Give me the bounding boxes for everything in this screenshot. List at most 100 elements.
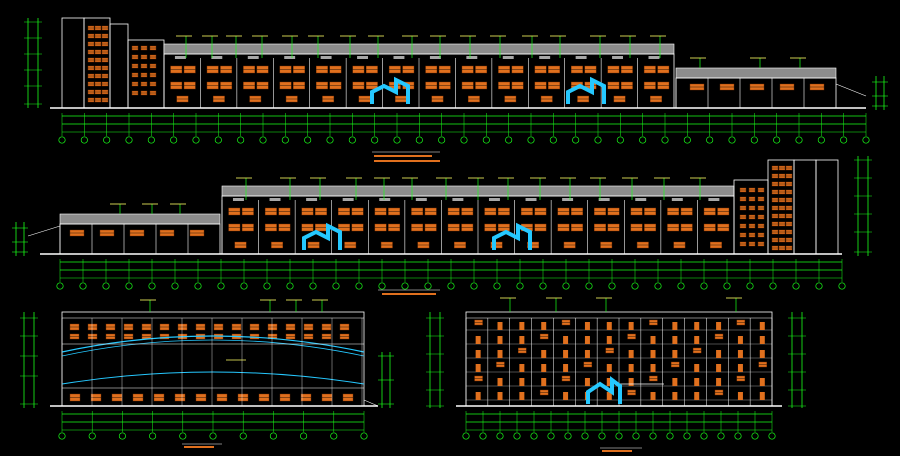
- axis-bubble-icon: [194, 282, 202, 290]
- axis-bubble-icon: [58, 432, 66, 440]
- axis-bubble-icon: [438, 136, 446, 144]
- right-dimension-stack: [788, 312, 806, 408]
- sign-band: [174, 56, 186, 59]
- axis-bubble-icon: [237, 136, 245, 144]
- window: [628, 322, 634, 330]
- window: [497, 350, 503, 358]
- sign-band: [525, 198, 537, 201]
- axis-bubble-icon: [598, 432, 606, 440]
- window: [563, 364, 569, 372]
- drawing-title: [372, 151, 440, 162]
- axis-bubble-icon: [683, 432, 691, 440]
- window: [759, 336, 765, 344]
- window: [563, 336, 569, 344]
- axis-bubble-icon: [332, 282, 340, 290]
- axis-bubble-icon: [608, 282, 616, 290]
- axis-bubble-icon: [666, 432, 674, 440]
- axis-bubble-icon: [493, 282, 501, 290]
- axis-bubble-icon: [102, 282, 110, 290]
- sign-band: [708, 198, 720, 201]
- drawing-title: [182, 443, 222, 448]
- window: [584, 378, 590, 386]
- wing-roof: [675, 67, 837, 79]
- axis-bubble-icon: [795, 136, 803, 144]
- axis-bubble-icon: [562, 282, 570, 290]
- axis-bubble-icon: [263, 282, 271, 290]
- window: [716, 364, 722, 372]
- sign-band: [466, 56, 478, 59]
- window: [475, 364, 481, 372]
- window: [694, 378, 700, 386]
- ramp: [363, 399, 379, 407]
- stair-icon: [370, 76, 606, 104]
- axis-bubble-icon: [862, 136, 870, 144]
- axis-bubble-icon: [505, 136, 513, 144]
- window: [475, 336, 481, 344]
- sign-band: [342, 198, 354, 201]
- dimension-chain: [58, 113, 870, 144]
- axis-bubble-icon: [661, 136, 669, 144]
- axis-bubble-icon: [348, 136, 356, 144]
- axis-bubble-icon: [240, 282, 248, 290]
- window: [563, 350, 569, 358]
- axis-bubble-icon: [393, 136, 401, 144]
- wing-windows: [59, 203, 205, 254]
- axis-bubble-icon: [170, 136, 178, 144]
- window: [694, 336, 700, 344]
- axis-bubble-icon: [585, 282, 593, 290]
- elevation-front: [24, 17, 888, 162]
- axis-bubble-icon: [401, 282, 409, 290]
- window: [497, 336, 503, 344]
- window: [694, 364, 700, 372]
- axis-bubble-icon: [572, 136, 580, 144]
- sign-band: [648, 56, 660, 59]
- left-dimension-stack: [20, 312, 38, 408]
- window: [541, 364, 547, 372]
- axis-bubble-icon: [103, 136, 111, 144]
- window: [519, 336, 525, 344]
- window: [606, 364, 612, 372]
- window: [541, 378, 547, 386]
- window: [606, 378, 612, 386]
- window: [497, 378, 503, 386]
- sign-band: [488, 198, 500, 201]
- axis-bubble-icon: [482, 136, 490, 144]
- window: [519, 322, 525, 330]
- axis-bubble-icon: [654, 282, 662, 290]
- axis-bubble-icon: [639, 136, 647, 144]
- facade-bays: [221, 177, 730, 254]
- window: [737, 364, 743, 372]
- axis-bubble-icon: [564, 432, 572, 440]
- window: [694, 392, 700, 400]
- axis-bubble-icon: [259, 136, 267, 144]
- window: [672, 392, 678, 400]
- axis-bubble-icon: [79, 282, 87, 290]
- axis-bubble-icon: [594, 136, 602, 144]
- stair-icon: [302, 222, 532, 250]
- window: [716, 350, 722, 358]
- axis-bubble-icon: [460, 136, 468, 144]
- wing-roof: [59, 213, 221, 225]
- left-dimension-stack: [24, 18, 42, 108]
- elevation-rear: [12, 156, 872, 295]
- roof-truss: [61, 339, 365, 357]
- axis-bubble-icon: [371, 136, 379, 144]
- window: [497, 392, 503, 400]
- axis-bubble-icon: [768, 432, 776, 440]
- sign-band: [247, 56, 259, 59]
- axis-bubble-icon: [496, 432, 504, 440]
- sign-band: [415, 198, 427, 201]
- sign-band: [393, 56, 405, 59]
- dimension-chain: [462, 411, 776, 440]
- axis-bubble-icon: [355, 282, 363, 290]
- left-dimension-stack: [12, 222, 28, 256]
- elevation-end: [426, 297, 806, 452]
- window: [606, 336, 612, 344]
- axis-bubble-icon: [649, 432, 657, 440]
- sign-band: [575, 56, 587, 59]
- axis-bubble-icon: [706, 136, 714, 144]
- sign-band: [211, 56, 223, 59]
- wing-windows: [675, 57, 825, 108]
